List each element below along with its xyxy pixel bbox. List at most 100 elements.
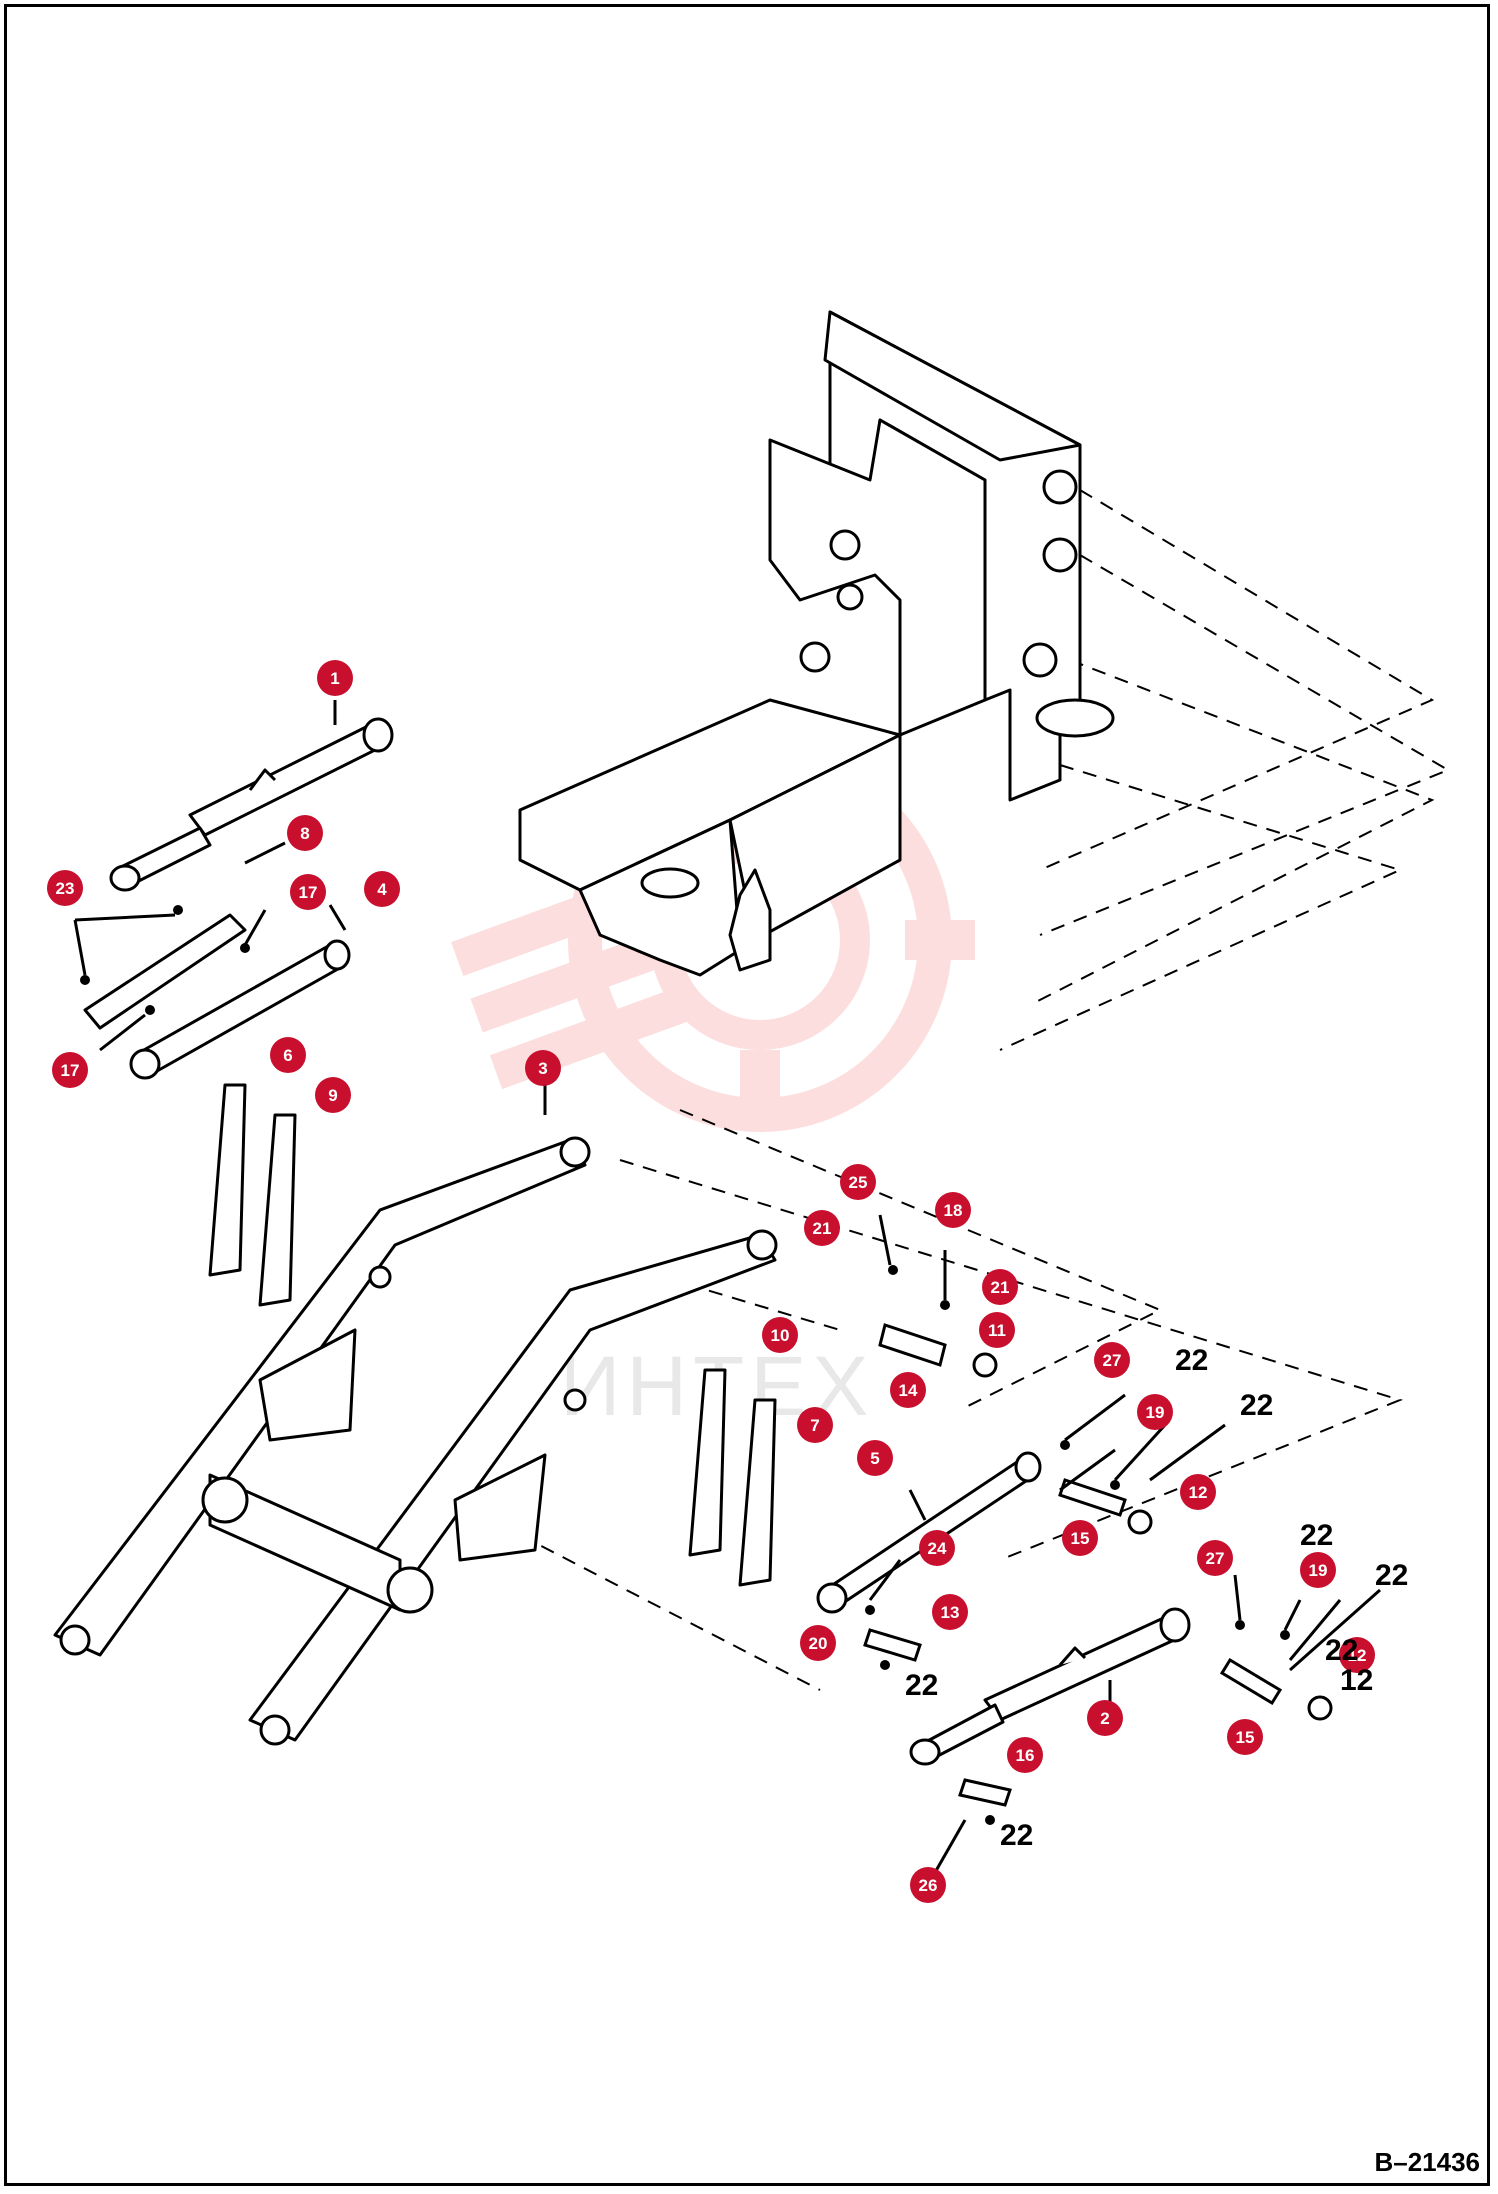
callout-number: 23 xyxy=(56,879,75,898)
callout-number: 5 xyxy=(870,1449,879,1468)
callout-number: 15 xyxy=(1236,1728,1255,1747)
callout-marker xyxy=(52,1052,88,1088)
callout-marker xyxy=(1339,1637,1375,1673)
callout-marker xyxy=(1227,1719,1263,1755)
callout-marker xyxy=(919,1530,955,1566)
callout-marker xyxy=(1007,1737,1043,1773)
callout-12: 12 xyxy=(1180,1474,1216,1510)
callout-number: 25 xyxy=(849,1173,868,1192)
callout-marker xyxy=(797,1407,833,1443)
callout-marker xyxy=(315,1077,351,1113)
drawing-frame xyxy=(4,4,1490,2186)
callout-number: 27 xyxy=(1103,1351,1122,1370)
part-number-label: 22 xyxy=(1000,1819,1033,1852)
callout-15: 15 xyxy=(1227,1719,1263,1755)
callout-21: 21 xyxy=(804,1210,840,1246)
callout-11: 11 xyxy=(979,1312,1015,1348)
callout-number: 21 xyxy=(991,1278,1010,1297)
part-number-label: 22 xyxy=(1325,1634,1358,1667)
callout-number: 19 xyxy=(1309,1561,1328,1580)
callout-27: 27 xyxy=(1094,1342,1130,1378)
callout-15: 15 xyxy=(1062,1520,1098,1556)
callout-marker xyxy=(364,871,400,907)
drawing-id-label: B–21436 xyxy=(1374,2147,1480,2177)
callout-number: 6 xyxy=(283,1046,292,1065)
callout-number: 3 xyxy=(538,1059,547,1078)
callout-number: 27 xyxy=(1206,1549,1225,1568)
main-frame xyxy=(518,310,1115,977)
callout-1: 1 xyxy=(317,660,353,696)
callout-number: 17 xyxy=(299,883,318,902)
callout-number: 24 xyxy=(928,1539,947,1558)
callout-number: 20 xyxy=(809,1634,828,1653)
callout-number: 13 xyxy=(941,1603,960,1622)
callout-marker xyxy=(47,870,83,906)
part-number-label: 22 xyxy=(1300,1519,1333,1552)
callout-25: 25 xyxy=(840,1164,876,1200)
callout-5: 5 xyxy=(857,1440,893,1476)
callout-marker xyxy=(1197,1540,1233,1576)
callout-marker xyxy=(932,1594,968,1630)
callout-layer: 1 23 8 17 4 17 6 9 3 25 18 21 21 10 11 14 27 19 7 5 12 15 24 27… xyxy=(47,660,1375,1903)
callout-27: 27 xyxy=(1197,1540,1233,1576)
callout-20: 20 xyxy=(800,1625,836,1661)
callout-marker xyxy=(804,1210,840,1246)
dashed-guide-lines xyxy=(519,489,1451,1691)
callout-18: 18 xyxy=(935,1192,971,1228)
callout-2: 2 xyxy=(1087,1700,1123,1736)
callout-marker xyxy=(935,1192,971,1228)
leader-lines xyxy=(73,700,1381,1891)
cylinder-lower xyxy=(909,1607,1191,1766)
callout-17: 17 xyxy=(290,874,326,910)
callout-marker xyxy=(890,1372,926,1408)
links xyxy=(208,1083,777,1587)
callout-marker xyxy=(525,1050,561,1086)
callout-24: 24 xyxy=(919,1530,955,1566)
callout-17: 17 xyxy=(52,1052,88,1088)
callout-marker xyxy=(857,1440,893,1476)
part-number-label: 22 xyxy=(1175,1344,1208,1377)
callout-number: 14 xyxy=(899,1381,918,1400)
callout-13: 13 xyxy=(932,1594,968,1630)
callout-19: 19 xyxy=(1300,1552,1336,1588)
callout-21: 21 xyxy=(982,1269,1018,1305)
callout-7: 7 xyxy=(797,1407,833,1443)
callout-marker xyxy=(982,1269,1018,1305)
pins xyxy=(863,1323,1333,1807)
callout-marker xyxy=(1087,1700,1123,1736)
callout-marker xyxy=(290,874,326,910)
callout-23: 23 xyxy=(47,870,83,906)
callout-number: 4 xyxy=(377,880,387,899)
callout-26: 26 xyxy=(910,1867,946,1903)
callout-marker xyxy=(800,1625,836,1661)
callout-number: 8 xyxy=(300,824,309,843)
callout-number: 17 xyxy=(61,1061,80,1080)
callout-marker xyxy=(1094,1342,1130,1378)
callout-marker xyxy=(1180,1474,1216,1510)
callout-marker xyxy=(762,1317,798,1353)
callout-number: 10 xyxy=(771,1326,790,1345)
callout-number: 9 xyxy=(328,1086,337,1105)
callout-marker xyxy=(1300,1552,1336,1588)
callout-marker xyxy=(1137,1394,1173,1430)
callout-marker xyxy=(840,1164,876,1200)
callout-number: 11 xyxy=(988,1321,1006,1340)
callout-6: 6 xyxy=(270,1037,306,1073)
callout-marker xyxy=(287,815,323,851)
fasteners xyxy=(80,905,1290,1825)
callout-16: 16 xyxy=(1007,1737,1043,1773)
callout-number: 21 xyxy=(813,1219,832,1238)
callout-19: 19 xyxy=(1137,1394,1173,1430)
callout-number: 2 xyxy=(1100,1709,1109,1728)
callout-marker xyxy=(979,1312,1015,1348)
callout-number: 15 xyxy=(1071,1529,1090,1548)
lift-arm-assembly xyxy=(53,1136,778,1746)
part-number-label: 22 xyxy=(1375,1559,1408,1592)
callout-number: 16 xyxy=(1016,1746,1035,1765)
callout-3: 3 xyxy=(525,1050,561,1086)
callout-marker xyxy=(1062,1520,1098,1556)
part-number-label: 22 xyxy=(905,1669,938,1702)
callout-marker xyxy=(910,1867,946,1903)
callout-8: 8 xyxy=(287,815,323,851)
